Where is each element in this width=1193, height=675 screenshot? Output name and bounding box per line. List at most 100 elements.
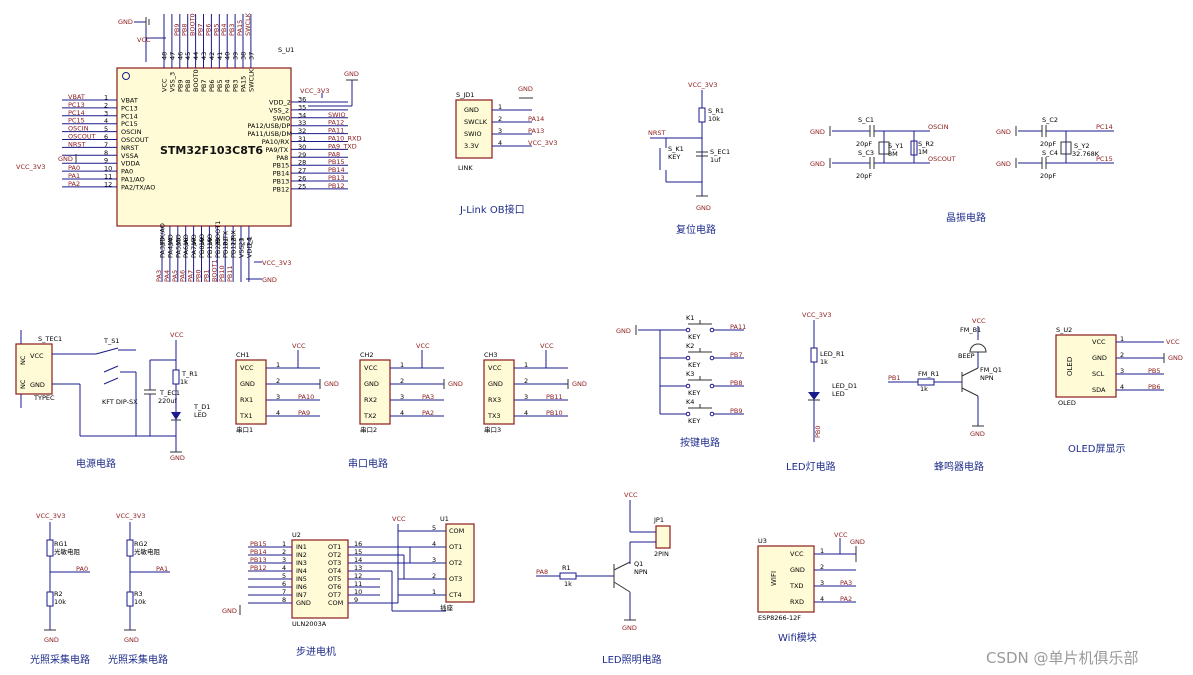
led-r: LED_R1 [820,350,845,358]
ledlight-q-val: NPN [634,568,648,576]
uln2003-name: ULN2003A [292,620,327,628]
power-vcc: VCC [170,331,184,339]
mcu-top-pin-num: 44 [192,52,200,60]
stepper-gnd: GND [222,607,237,615]
uart-pin: TX1 [239,412,253,420]
mcu-top-pin-num: 39 [232,52,240,60]
socket-pin-num: 4 [432,540,436,548]
uln-out-num: 10 [354,588,362,596]
mcu-right-pin-num: 27 [298,167,306,175]
oled-label: OLED [1066,357,1074,376]
mcu-bottom-pin-num: 23 [238,238,246,246]
switch-label: KFT DIP-SX [102,398,138,406]
jlink-body [455,99,493,159]
socket-pin-num: 2 [432,572,436,580]
uart-gnd: GND [448,380,463,388]
uart-pin: VCC [364,364,378,372]
oled-pin-num: 3 [1120,367,1124,375]
mcu-right-net: SWIO [328,111,346,119]
socket-pin: OT2 [449,559,462,567]
mcu-right-pin: PA10/RX [262,138,290,146]
crystal2-y-val: 32.768K [1072,150,1100,158]
section-stepper: 步进电机 [296,645,336,658]
mcu-left-gnd: GND [58,155,73,163]
wifi-vcc: VCC [834,531,848,539]
light-block: VCC_3V3RG1光敏电阻PA0R210kGNDVCC_3V3RG2光敏电阻P… [36,512,170,644]
mcu-left-net: VBAT [68,93,85,101]
mcu-right-pin: VSS_2 [269,106,289,114]
mcu-right-pin-num: 26 [298,175,306,183]
led-r-val: 1k [820,358,828,366]
typec-body [15,343,53,395]
jlink-net: PA14 [528,115,544,123]
buzzer-net: PB1 [888,374,901,382]
mcu-bottom-pin-num: 13 [159,238,167,246]
mcu-top-net: PB8 [181,23,189,36]
oled-pin-num: 2 [1120,351,1124,359]
key-ref: K3 [686,370,694,378]
uln-out-pin: OT7 [328,591,341,599]
section-led: LED灯电路 [786,460,836,473]
section-crystal: 晶振电路 [946,211,986,224]
jlink-net: PA13 [528,127,544,135]
reset-key-label: KEY [668,153,680,161]
wifi-ref: U3 [758,537,767,545]
uart-pin: VCC [240,364,254,372]
mcu-right-pin-num: 34 [298,111,306,119]
mcu-top-net: PB9 [173,23,181,36]
wifi-net: PA3 [840,579,852,587]
jlink-net: VCC_3V3 [528,139,558,147]
mcu-top-pin: PB5 [216,79,224,92]
light-r-val: 10k [54,598,66,606]
power-c: T_EC1 [159,389,180,397]
mcu-right-pin: PA8 [276,154,288,162]
mcu-bottom-pin-num: 19 [206,238,214,246]
crystal1-r: S_R2 [918,140,934,148]
crystal1-y-val: 8M [888,150,898,158]
mcu-top-pin: PB8 [184,79,192,92]
key-net: PB8 [730,379,743,387]
reset-cap-val: 1uf [710,156,721,164]
mcu-left-net: OSCOUT [68,133,96,141]
mcu-top-net: PB6 [204,23,212,36]
reset-r-ref: S_R1 [708,107,724,115]
uln-in-net: PB13 [250,556,267,564]
section-wifi: Wifi模块 [778,632,817,644]
light-vcc: VCC_3V3 [116,512,146,520]
wifi-foot: ESP8266-12F [758,614,801,622]
oled-pin-num: 4 [1120,383,1124,391]
mcu-top-pin-num: 48 [161,52,169,60]
led-block: VCC_3V3 LED_R1 1k LED_D1 LED PB0 LED灯电路 [786,311,857,473]
mcu-bottom-net: PA7 [187,270,195,282]
oled-pin: VCC [1092,338,1106,346]
mcu-left-pin-num: 10 [104,165,112,173]
uln-in-pin: GND [296,599,311,607]
mcu-top-pin: VSS_3 [168,72,176,92]
wifi-pin-num: 2 [820,563,824,571]
uart-pin: RX2 [364,396,377,404]
oled-pin-num: 1 [1120,335,1124,343]
mcu-bottom-gnd: GND [262,276,277,284]
socket-name: 插座 [440,603,454,612]
uart-net: PB10 [546,409,563,417]
uart-label: 串口3 [484,426,501,434]
mcu-left-pin-num: 5 [104,125,108,133]
crystal1-c1: S_C1 [858,116,874,124]
uart-pin-num: 2 [276,377,280,385]
uln2003-ref: U2 [292,531,301,539]
uln-out-num: 14 [354,556,362,564]
mcu-bottom-pin-num: 21 [222,238,230,246]
oled-ref: S_U2 [1056,326,1072,334]
uart-pin: GND [364,380,379,388]
crystal2-c2: S_C4 [1042,149,1058,157]
mcu-left-net: PC14 [68,109,85,117]
power-d-val: LED [194,411,207,419]
uln-in-net: PB14 [250,548,267,556]
uart-pin-num: 4 [400,409,404,417]
oled-body [1055,334,1117,398]
light-rg: RG2 [134,540,148,548]
